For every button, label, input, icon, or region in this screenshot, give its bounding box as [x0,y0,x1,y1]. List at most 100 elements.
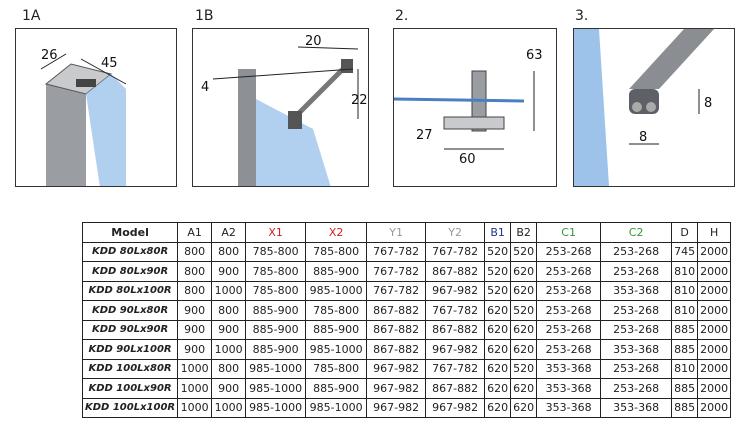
table-cell: 867-882 [366,300,427,321]
table-cell: 767-782 [425,300,486,321]
table-cell: 800 [177,261,213,282]
table-cell: 967-982 [366,397,427,418]
table-cell: 520 [510,300,538,321]
table-cell: 885-900 [305,261,368,282]
figure-label-1a: 1A [22,8,41,24]
table-cell: 620 [484,358,512,379]
table-cell: 900 [211,261,247,282]
table-cell: 885 [671,339,699,360]
table-cell: 620 [484,339,512,360]
figure-1a-drawing: 26 45 [15,28,177,187]
table-cell: 867-882 [366,339,427,360]
table-cell: 2000 [697,280,732,301]
table-cell: 253-268 [600,241,673,262]
table-cell: 885 [671,378,699,399]
table-cell: 967-982 [366,358,427,379]
figure-3-drawing: 8 8 [573,28,735,187]
table-cell: 967-982 [425,339,486,360]
table-cell: 900 [177,319,213,340]
table-cell: 620 [510,261,538,282]
table-cell: 620 [484,397,512,418]
table-cell: 985-1000 [305,339,368,360]
column-header-y1: Y1 [366,222,427,243]
table-cell: 2000 [697,261,732,282]
table-cell: 985-1000 [305,397,368,418]
table-cell: 520 [510,358,538,379]
table-cell: 620 [484,378,512,399]
table-cell: 2000 [697,358,732,379]
table-cell: 885 [671,319,699,340]
figure-1b-drawing: 20 4 22 [192,28,369,187]
table-cell: 353-368 [536,397,602,418]
dim-63: 63 [526,48,543,63]
table-cell: 885-900 [305,319,368,340]
dim-45: 45 [101,56,118,71]
table-cell: 620 [510,397,538,418]
dim-27: 27 [416,128,433,143]
table-cell: 885-900 [245,319,307,340]
table-cell: 253-268 [536,261,602,282]
column-header-c1: C1 [536,222,602,243]
column-header-d: D [671,222,699,243]
table-cell: 800 [177,241,213,262]
figure-label-3: 3. [575,8,589,24]
table-cell: 800 [211,358,247,379]
table-cell: 810 [671,300,699,321]
table-cell: 900 [211,319,247,340]
table-cell: 1000 [177,397,213,418]
table-cell: 900 [177,339,213,360]
table-cell: 253-268 [536,300,602,321]
table-cell: 767-782 [425,358,486,379]
table-cell: 810 [671,280,699,301]
column-header-x1: X1 [245,222,307,243]
table-cell: 900 [211,378,247,399]
column-header-x2: X2 [305,222,368,243]
table-cell: 2000 [697,397,732,418]
table-cell: 620 [510,339,538,360]
table-cell: 785-800 [245,241,307,262]
column-header-a1: A1 [177,222,213,243]
table-cell: 520 [510,241,538,262]
table-cell: 885-900 [245,300,307,321]
table-cell: 785-800 [305,358,368,379]
table-cell: 785-800 [245,280,307,301]
table-cell: 985-1000 [245,358,307,379]
table-cell: 253-268 [600,261,673,282]
table-cell: 885-900 [245,339,307,360]
table-cell: 767-782 [425,241,486,262]
figure-label-1b: 1B [195,8,214,24]
table-cell: 745 [671,241,699,262]
model-cell: KDD 90Lx100R [81,339,179,360]
model-cell: KDD 100Lx90R [81,378,179,399]
table-cell: 967-982 [425,280,486,301]
column-header-c2: C2 [600,222,673,243]
table-cell: 867-882 [425,378,486,399]
dim-20: 20 [305,34,322,49]
dim-22: 22 [351,93,368,108]
table-cell: 785-800 [305,300,368,321]
table-cell: 353-368 [600,339,673,360]
model-cell: KDD 80Lx100R [81,280,179,301]
table-cell: 785-800 [305,241,368,262]
table-cell: 1000 [211,339,247,360]
table-cell: 620 [510,280,538,301]
table-cell: 2000 [697,241,732,262]
table-cell: 800 [211,300,247,321]
table-cell: 1000 [177,358,213,379]
table-cell: 620 [510,319,538,340]
table-cell: 253-268 [600,319,673,340]
table-cell: 985-1000 [305,280,368,301]
model-cell: KDD 90Lx80R [81,300,179,321]
column-header-a2: A2 [211,222,247,243]
model-cell: KDD 80Lx90R [81,261,179,282]
table-cell: 253-268 [600,378,673,399]
model-cell: KDD 90Lx90R [81,319,179,340]
table-cell: 1000 [211,397,247,418]
table-cell: 900 [177,300,213,321]
